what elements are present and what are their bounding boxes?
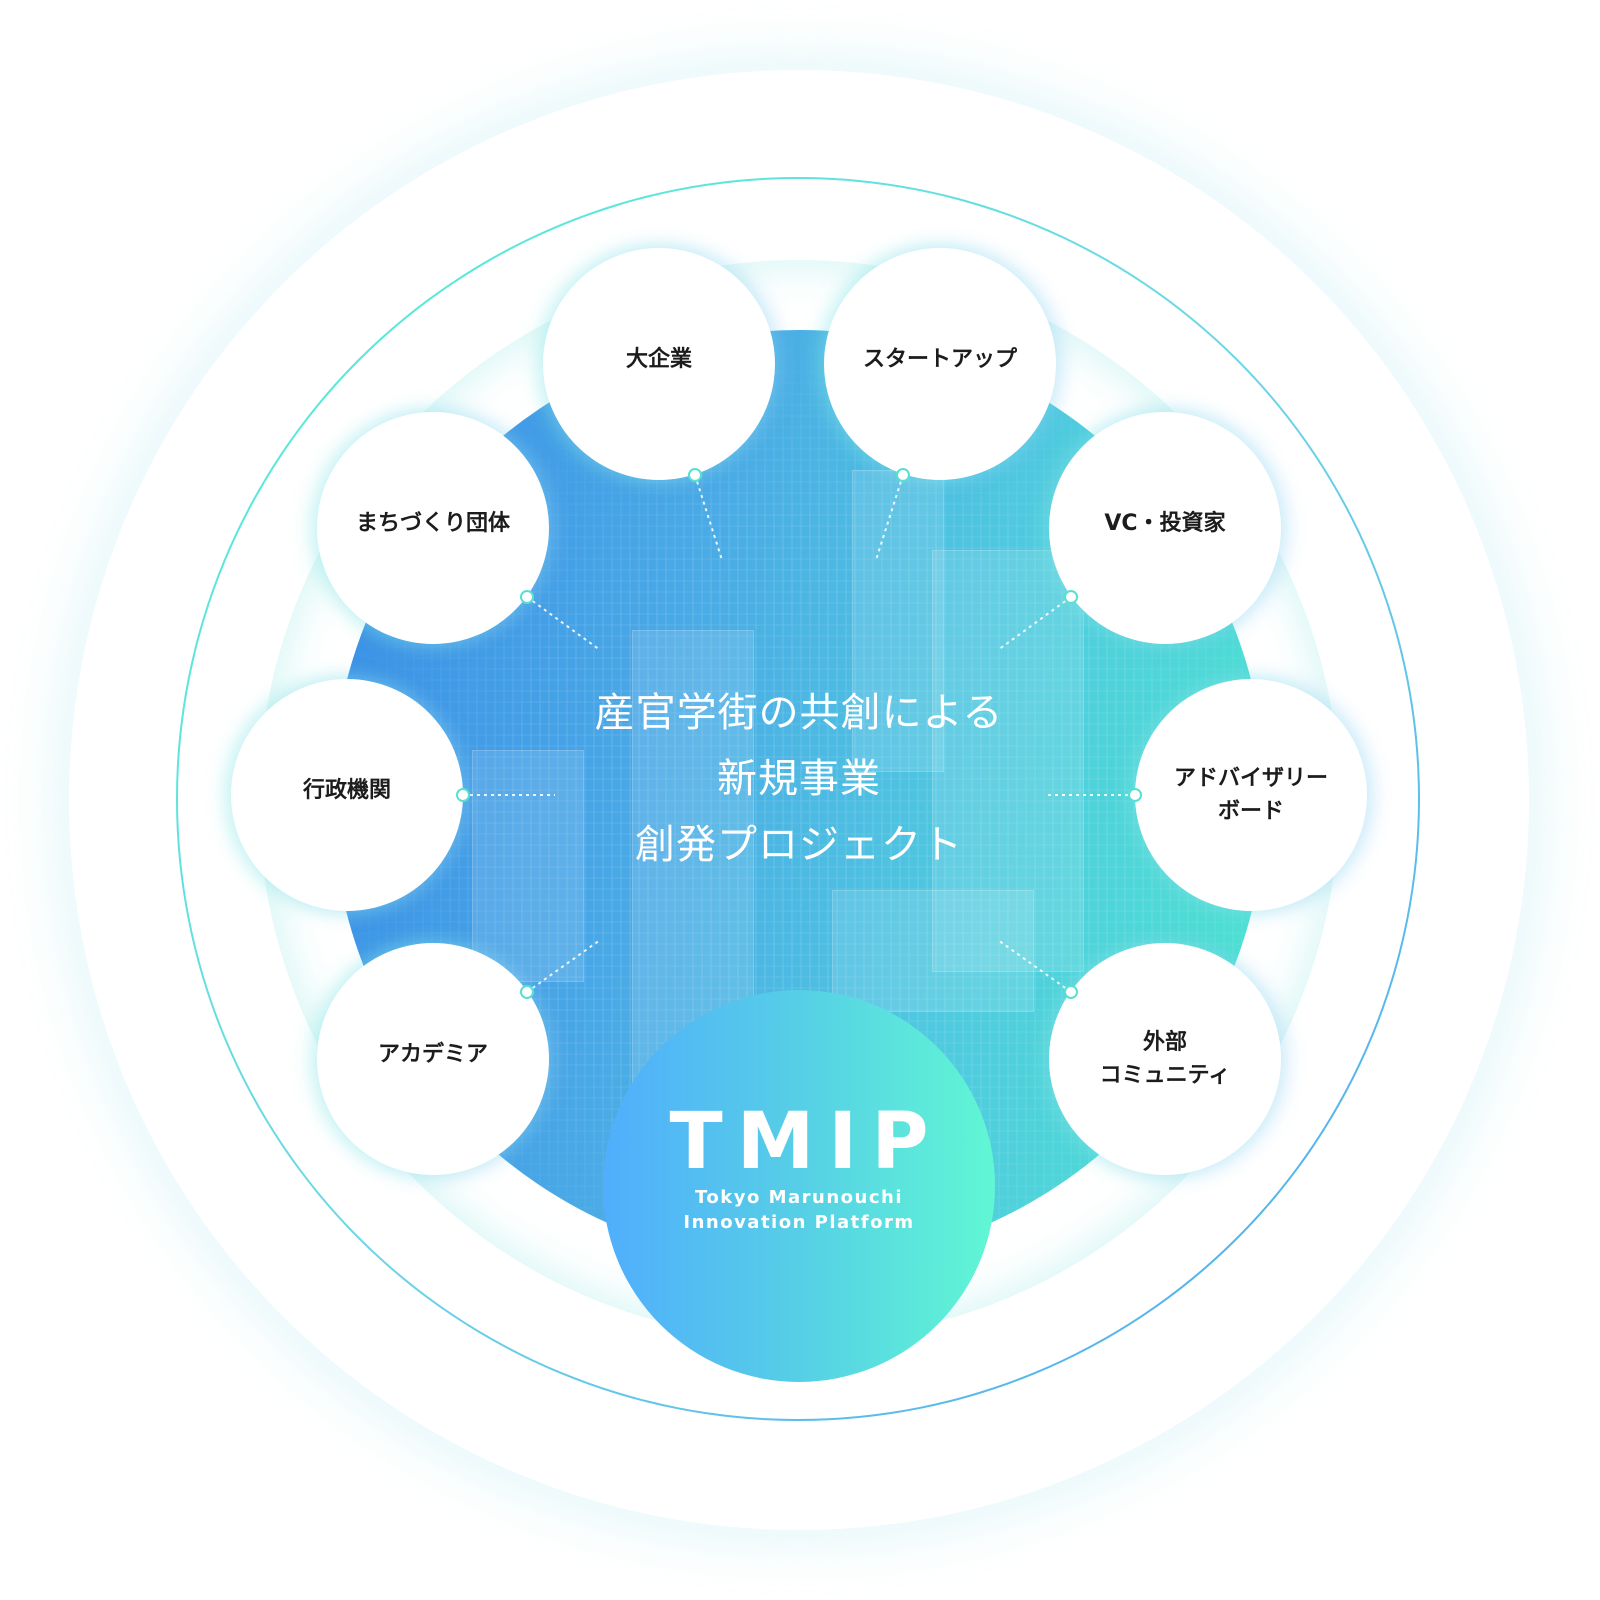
node-large-enterprise[interactable]: 大企業 [543, 248, 775, 480]
connector-dot-icon [1064, 985, 1078, 999]
tmip-logo-mark: TMIP [669, 1097, 943, 1187]
node-startup[interactable]: スタートアップ [824, 248, 1056, 480]
node-label: スタートアップ [862, 346, 1017, 372]
connector-dot-icon [688, 468, 702, 482]
connector-dot-icon [456, 788, 470, 802]
connector-dot-icon [520, 985, 534, 999]
node-label: 外部 コミュニティ [1099, 1030, 1231, 1088]
connector-dot-icon [896, 468, 910, 482]
node-vc-investor[interactable]: VC・投資家 [1049, 412, 1281, 644]
project-headline: 産官学街の共創による 新規事業 創発プロジェクト [399, 680, 1199, 878]
node-label: 行政機関 [302, 777, 391, 803]
node-label: 大企業 [625, 346, 692, 372]
node-label: まちづくり団体 [355, 510, 510, 536]
headline-line-1: 産官学街の共創による [594, 690, 1004, 736]
connector-dot-icon [1064, 590, 1078, 604]
building-shape [832, 890, 1034, 1012]
connector-dot-icon [1128, 788, 1142, 802]
tmip-subtitle-line-1: Tokyo Marunouchi [695, 1187, 903, 1208]
node-label: VC・投資家 [1104, 510, 1226, 536]
node-town-planning[interactable]: まちづくり団体 [317, 412, 549, 644]
node-label: アドバイザリー ボード [1173, 766, 1328, 824]
node-government[interactable]: 行政機関 [231, 679, 463, 911]
connector-dot-icon [520, 590, 534, 604]
node-external-community[interactable]: 外部 コミュニティ [1049, 943, 1281, 1175]
headline-line-2: 新規事業 [717, 756, 881, 802]
tmip-subtitle-line-2: Innovation Platform [683, 1212, 915, 1233]
headline-line-3: 創発プロジェクト [635, 822, 963, 868]
node-label: アカデミア [377, 1041, 488, 1067]
node-advisory-board[interactable]: アドバイザリー ボード [1135, 679, 1367, 911]
node-academia[interactable]: アカデミア [317, 943, 549, 1175]
tmip-logo-badge[interactable]: TMIP Tokyo Marunouchi Innovation Platfor… [603, 990, 995, 1382]
